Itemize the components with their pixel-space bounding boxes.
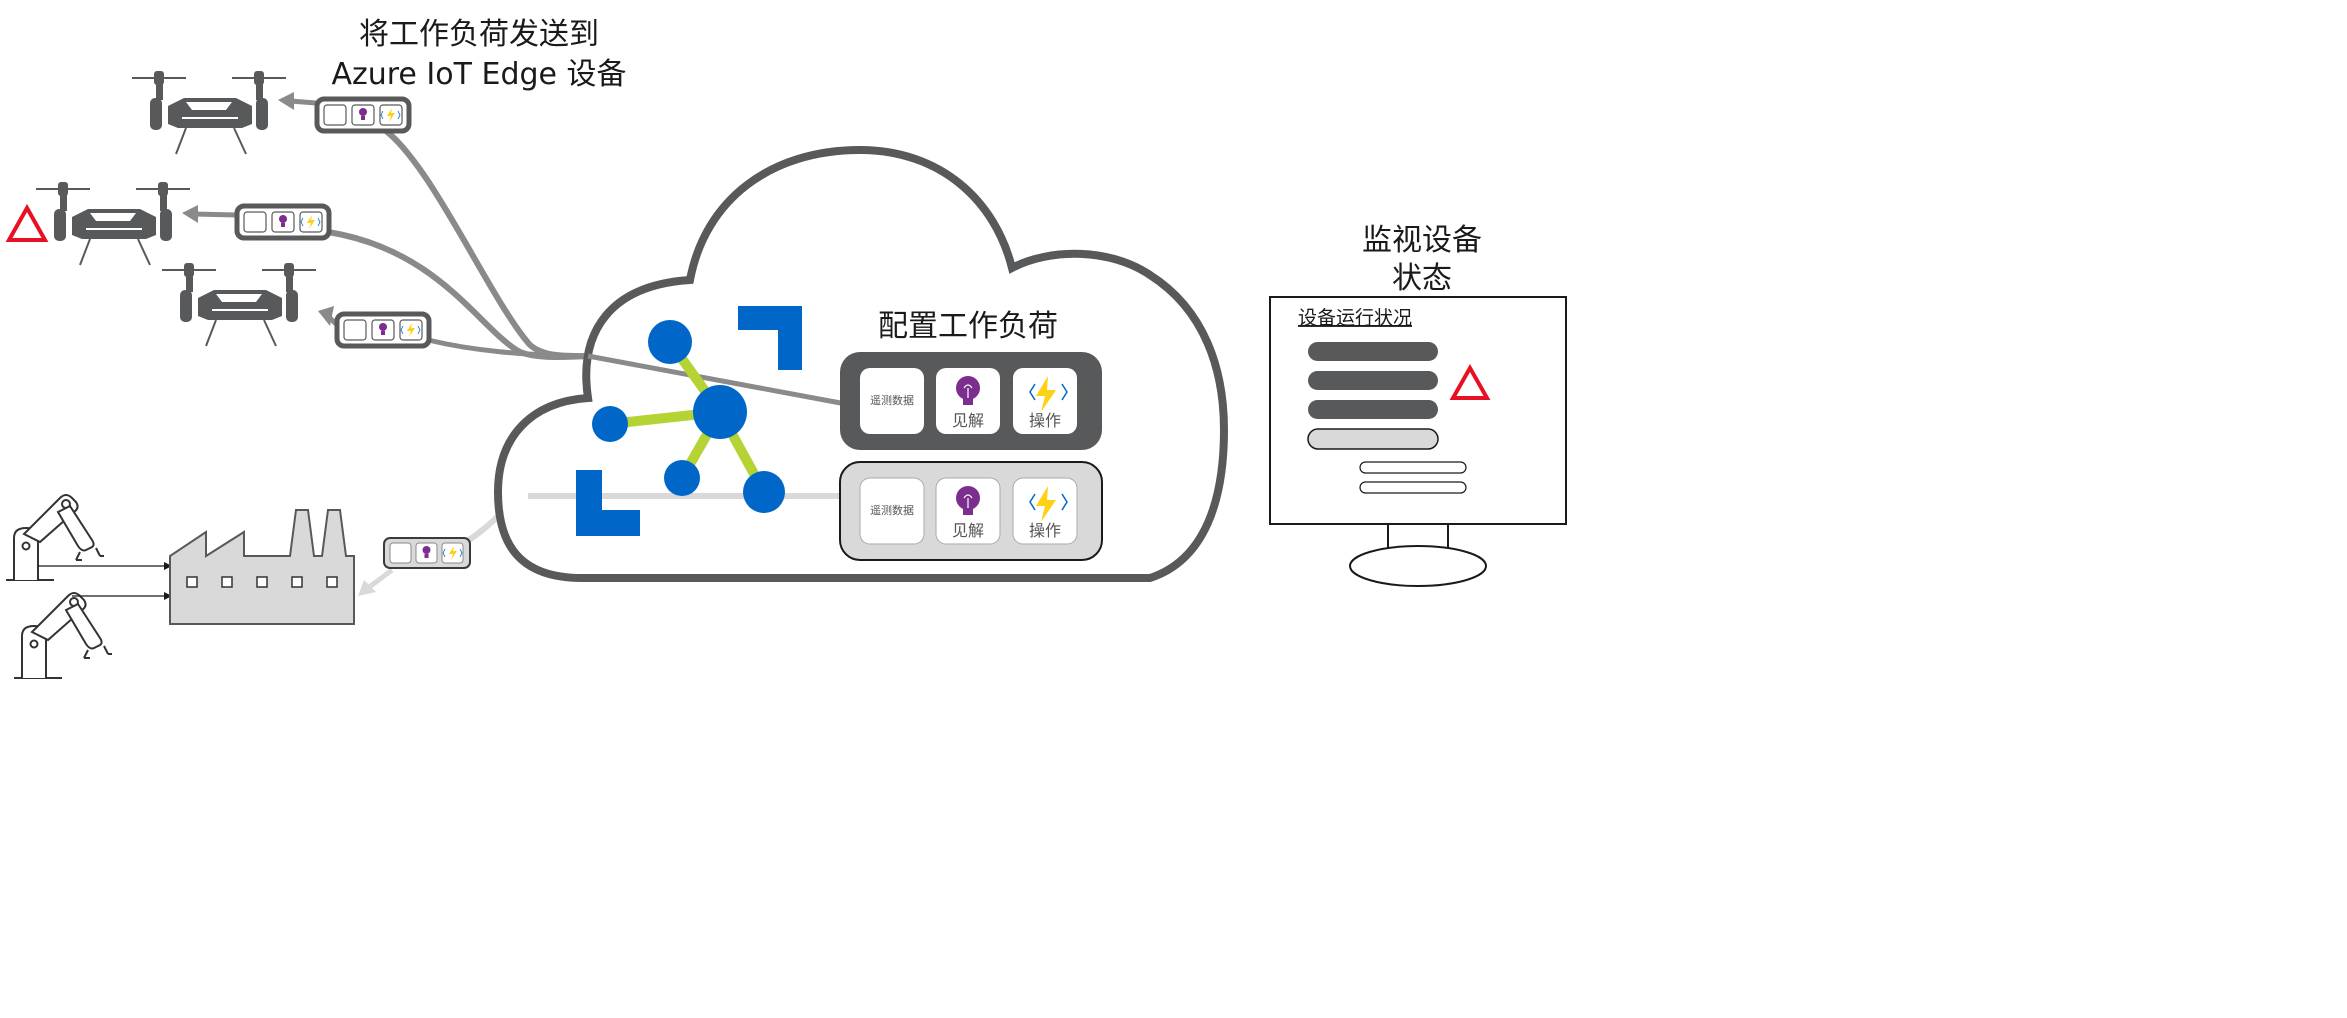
insights-label: 见解 [952,521,984,540]
actions-bolt-icon [1029,376,1068,412]
drone-icon [161,262,317,347]
arrow-to-drone-2 [182,205,237,223]
insights-label: 见解 [952,411,984,430]
workload-package[interactable] [337,314,429,346]
monitor-title-line-2: 状态 [1392,261,1452,296]
network-graph [592,320,785,513]
factory-icon [169,509,355,625]
iot-edge-diagram: 将工作负荷发送到 Azure IoT Edge 设备 配置工作负荷 [5,17,1567,679]
iot-hub-icon [576,306,802,536]
detail-bar [1359,461,1467,474]
monitor-title-line-1: 监视设备 [1362,223,1482,258]
drone-icon [131,70,287,155]
warning-icon [1449,363,1491,400]
telemetry-label: 遥测数据 [870,393,914,407]
workload-package[interactable] [237,206,329,238]
actions-label: 操作 [1029,521,1061,540]
warning-icon [5,203,49,242]
arrow-to-drone-1 [278,92,317,110]
robot-arm-icon [5,494,105,581]
robot-to-factory-arrows [38,562,172,600]
status-bar [1308,371,1438,390]
workload-group-dark[interactable]: 遥测数据 见解 操作 [840,352,1102,450]
actions-bolt-icon [1029,486,1068,522]
deploy-workloads-label: 配置工作负荷 [878,309,1058,344]
workload-package[interactable] [383,537,471,569]
title-line-1: 将工作负荷发送到 [359,17,599,52]
detail-bar [1359,481,1467,494]
device-health-heading: 设备运行状况 [1298,307,1412,329]
robot-arm-icon [13,592,113,679]
insights-bulb-icon [956,486,980,515]
workload-group-light[interactable]: 遥测数据 见解 操作 [839,461,1103,561]
telemetry-label: 遥测数据 [870,503,914,517]
actions-label: 操作 [1029,411,1061,430]
status-bar [1308,400,1438,419]
status-bar [1308,342,1438,361]
status-bar [1307,428,1439,450]
arrow-to-factory [358,568,394,596]
drone-icon [35,181,191,266]
arrow-to-drone-3 [318,306,338,326]
device-status-list [1307,342,1467,494]
insights-bulb-icon [956,376,980,405]
workload-package[interactable] [317,99,409,131]
title-line-2: Azure IoT Edge 设备 [331,57,626,92]
